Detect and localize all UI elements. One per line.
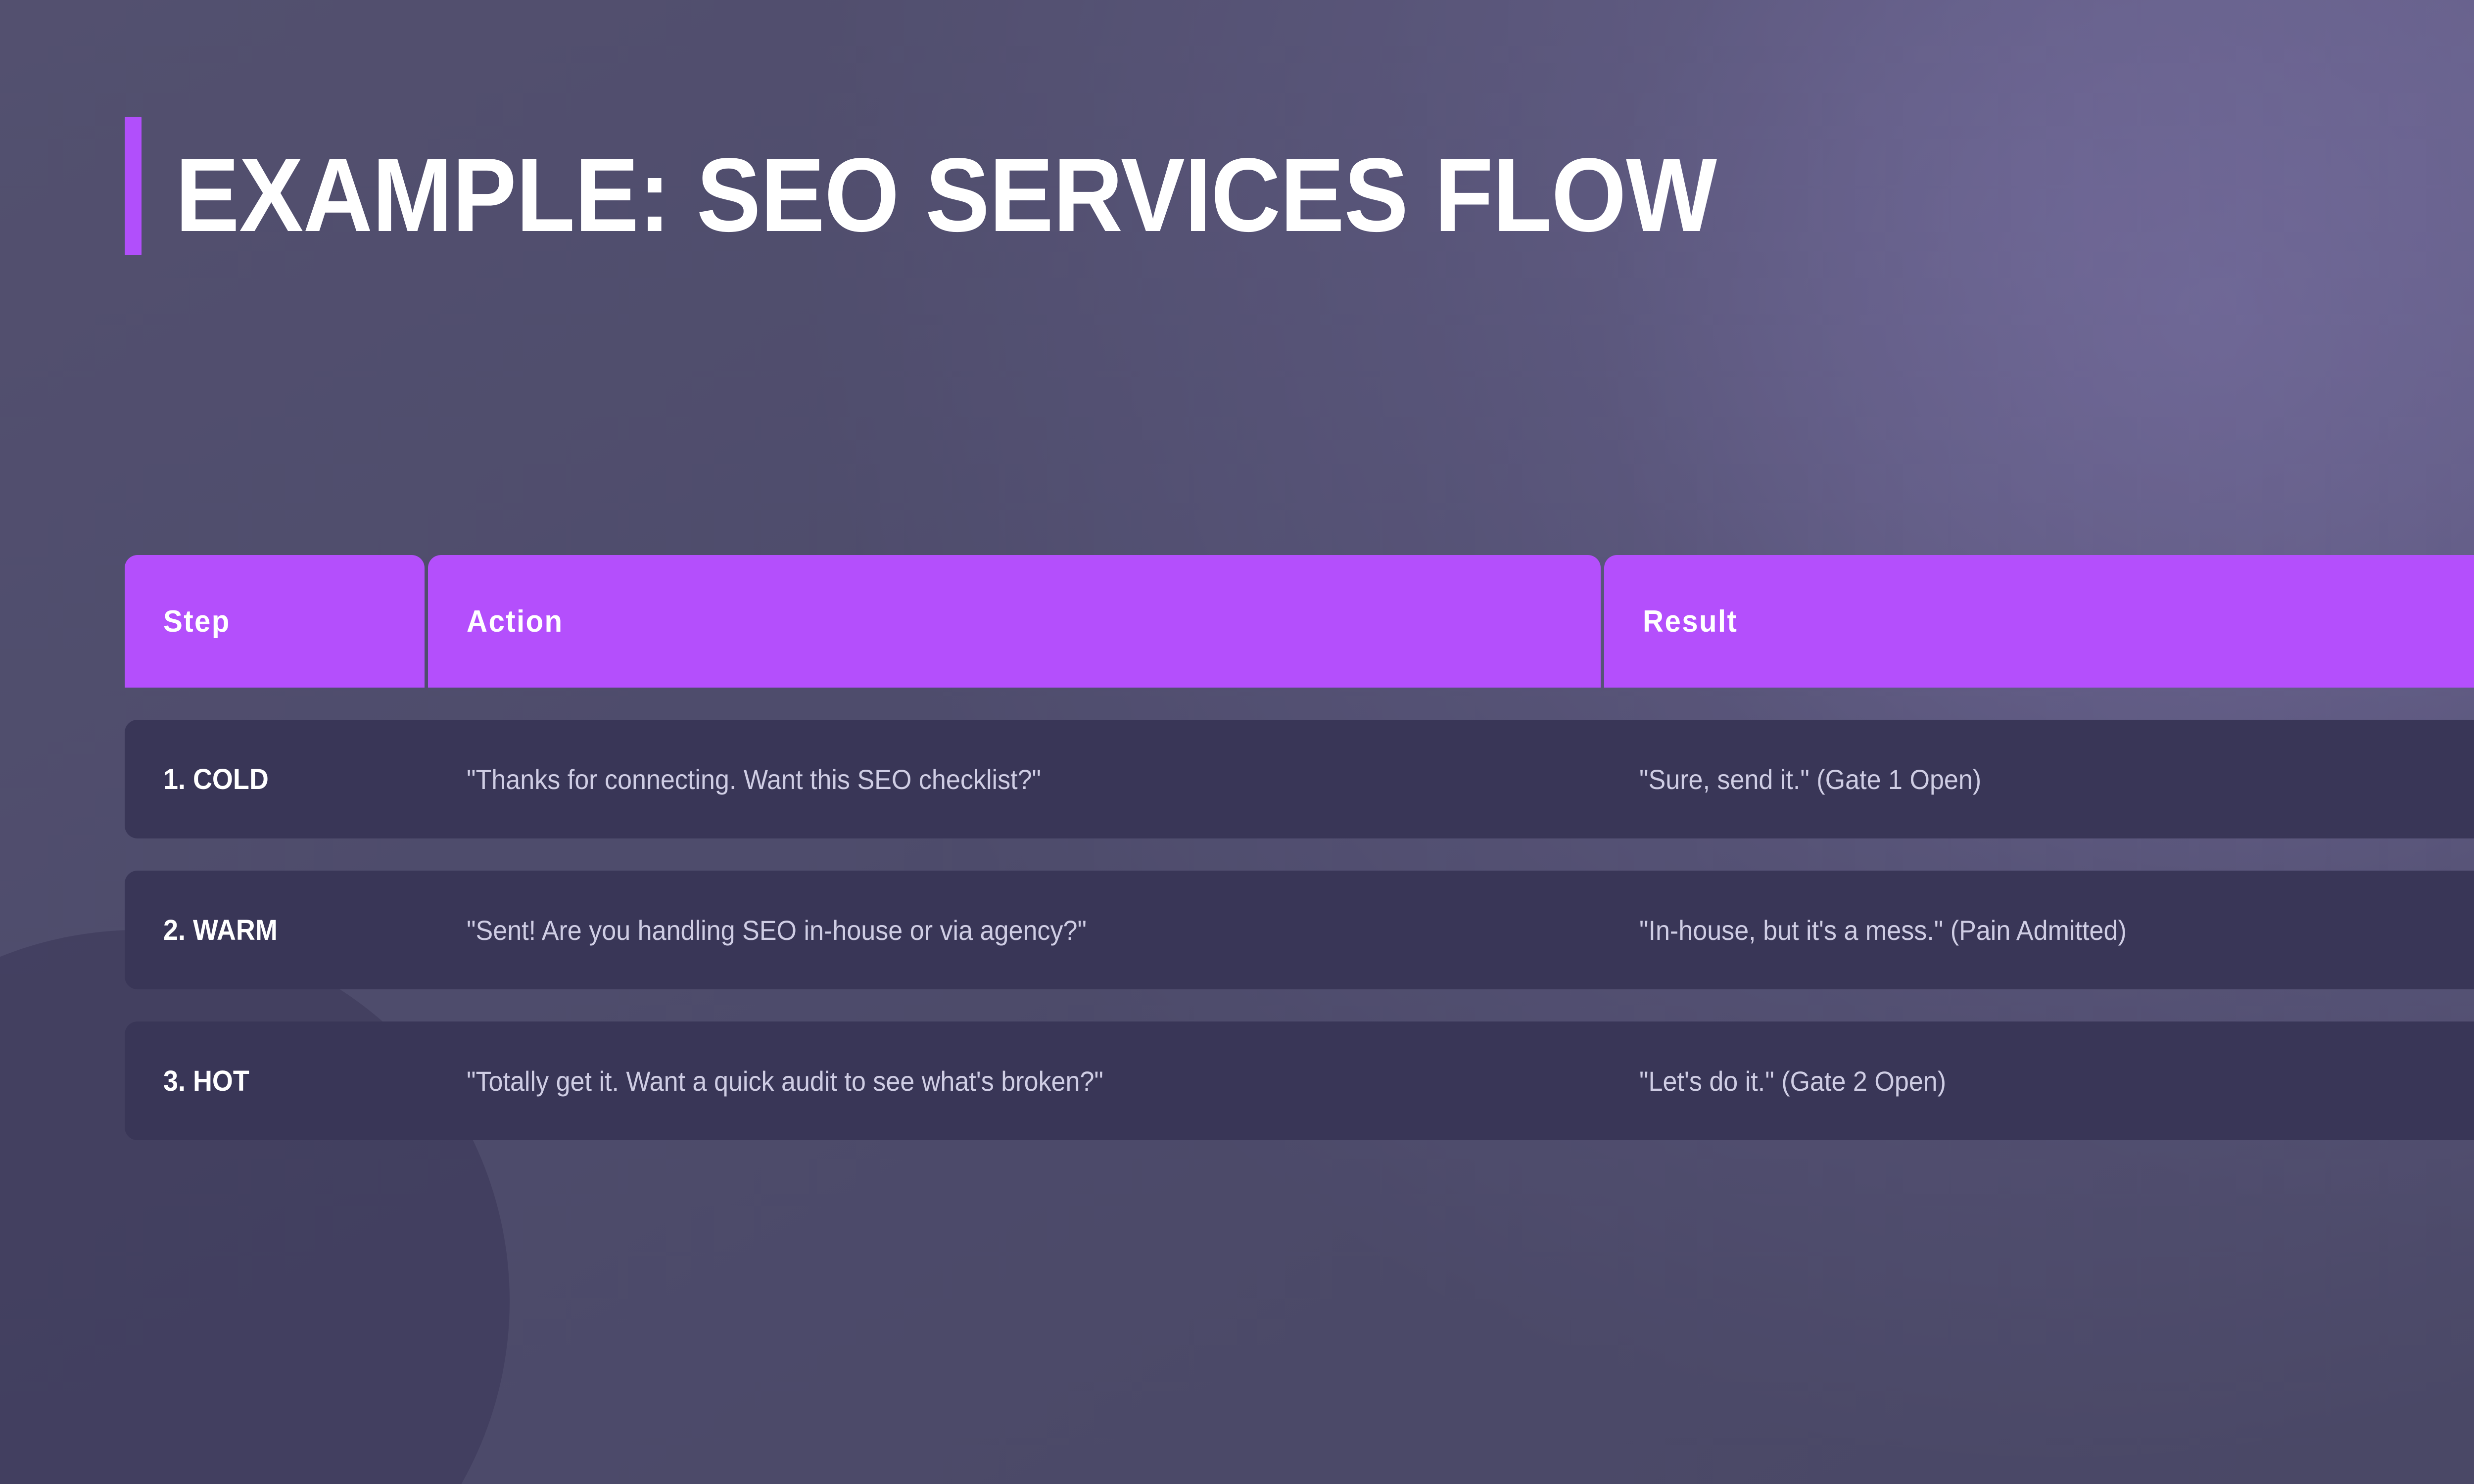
table-row: 1. COLD "Thanks for connecting. Want thi… bbox=[125, 720, 2474, 838]
column-header-step: Step bbox=[163, 604, 231, 639]
cell-action-text: "Thanks for connecting. Want this SEO ch… bbox=[467, 763, 1042, 795]
cell-result: "Sure, send it." (Gate 1 Open) bbox=[1601, 763, 2474, 795]
cell-action: "Sent! Are you handling SEO in-house or … bbox=[428, 914, 1601, 946]
cell-action: "Totally get it. Want a quick audit to s… bbox=[428, 1065, 1601, 1097]
cell-step-text: 2. WARM bbox=[163, 914, 278, 946]
cell-result: "In-house, but it's a mess." (Pain Admit… bbox=[1601, 914, 2474, 946]
column-header-action: Action bbox=[467, 604, 564, 639]
cell-step: 3. HOT bbox=[125, 1065, 428, 1098]
table-header-cell-action: Action bbox=[428, 555, 1601, 688]
slide-title-block: EXAMPLE: SEO SERVICES FLOW bbox=[125, 117, 1851, 255]
cell-step: 2. WARM bbox=[125, 914, 428, 947]
cell-result-text: "In-house, but it's a mess." (Pain Admit… bbox=[1639, 914, 2127, 946]
cell-step-text: 1. COLD bbox=[163, 763, 269, 795]
cell-action-text: "Totally get it. Want a quick audit to s… bbox=[467, 1065, 1103, 1097]
table-row: 3. HOT "Totally get it. Want a quick aud… bbox=[125, 1021, 2474, 1140]
cell-result-text: "Let's do it." (Gate 2 Open) bbox=[1639, 1065, 1947, 1097]
cell-step-text: 3. HOT bbox=[163, 1065, 249, 1097]
cell-action-text: "Sent! Are you handling SEO in-house or … bbox=[467, 914, 1087, 946]
table-header-cell-result: Result bbox=[1604, 555, 2474, 688]
cell-result-text: "Sure, send it." (Gate 1 Open) bbox=[1639, 763, 1982, 795]
title-accent-bar bbox=[125, 117, 142, 255]
table-header-cell-step: Step bbox=[125, 555, 425, 688]
page-title: EXAMPLE: SEO SERVICES FLOW bbox=[175, 136, 1717, 253]
cell-result: "Let's do it." (Gate 2 Open) bbox=[1601, 1065, 2474, 1097]
table-row: 2. WARM "Sent! Are you handling SEO in-h… bbox=[125, 871, 2474, 989]
table-header-row: Step Action Result bbox=[125, 555, 2474, 688]
cell-step: 1. COLD bbox=[125, 763, 428, 796]
seo-services-flow-table: Step Action Result 1. COLD "Thanks for c… bbox=[125, 555, 2474, 1140]
cell-action: "Thanks for connecting. Want this SEO ch… bbox=[428, 763, 1601, 795]
column-header-result: Result bbox=[1643, 604, 1738, 639]
